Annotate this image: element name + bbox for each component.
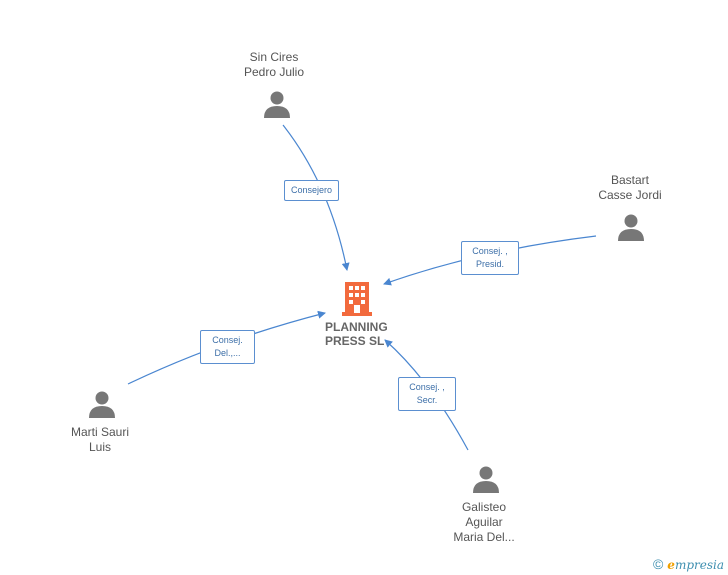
company-name-line1: PLANNING [325, 320, 388, 334]
copyright-symbol: © [652, 556, 664, 572]
person-name-line3: Maria Del... [453, 530, 515, 544]
building-icon[interactable] [342, 280, 372, 316]
person-name-line2: Pedro Julio [243, 65, 305, 79]
person-label-galisteo[interactable]: Galisteo Aguilar Maria Del... [453, 500, 514, 545]
person-name-line1: Marti Sauri [70, 425, 130, 439]
person-name-line1: Galisteo [461, 500, 507, 514]
person-name-line1: Sin Cires [249, 50, 299, 64]
person-name-line2: Aguilar [465, 515, 503, 529]
brand-name: mpresia [674, 558, 724, 572]
person-icon[interactable] [263, 90, 291, 118]
role-label-galisteo[interactable]: Consej. , Secr. [398, 377, 456, 411]
role-line2: Del.,... [214, 348, 241, 358]
role-label-bastart[interactable]: Consej. , Presid. [461, 241, 519, 275]
role-label-marti-sauri[interactable]: Consej. Del.,... [200, 330, 255, 364]
person-label-marti-sauri[interactable]: Marti Sauri Luis [71, 425, 129, 455]
brand-e: e [667, 558, 675, 572]
role-line2: Presid. [475, 259, 504, 269]
person-icon[interactable] [88, 390, 116, 418]
role-line1: Consejero [291, 185, 333, 195]
role-line1: Consej. , [472, 246, 508, 256]
empresia-logo[interactable]: ©empresia [653, 556, 724, 572]
person-icon[interactable] [472, 465, 500, 493]
person-name-line1: Bastart [610, 173, 650, 187]
person-icon[interactable] [617, 213, 645, 241]
role-line1: Consej. [212, 335, 243, 345]
company-name[interactable]: PLANNING PRESS SL [325, 320, 388, 348]
role-line2: Secr. [416, 395, 438, 405]
person-label-bastart[interactable]: Bastart Casse Jordi [598, 173, 661, 203]
person-name-line2: Luis [88, 440, 112, 454]
company-name-line2: PRESS SL [325, 334, 385, 348]
person-label-sin-cires[interactable]: Sin Cires Pedro Julio [244, 50, 304, 80]
role-label-sin-cires[interactable]: Consejero [284, 180, 340, 201]
role-line1: Consej. , [409, 382, 445, 392]
person-name-line2: Casse Jordi [598, 188, 662, 202]
